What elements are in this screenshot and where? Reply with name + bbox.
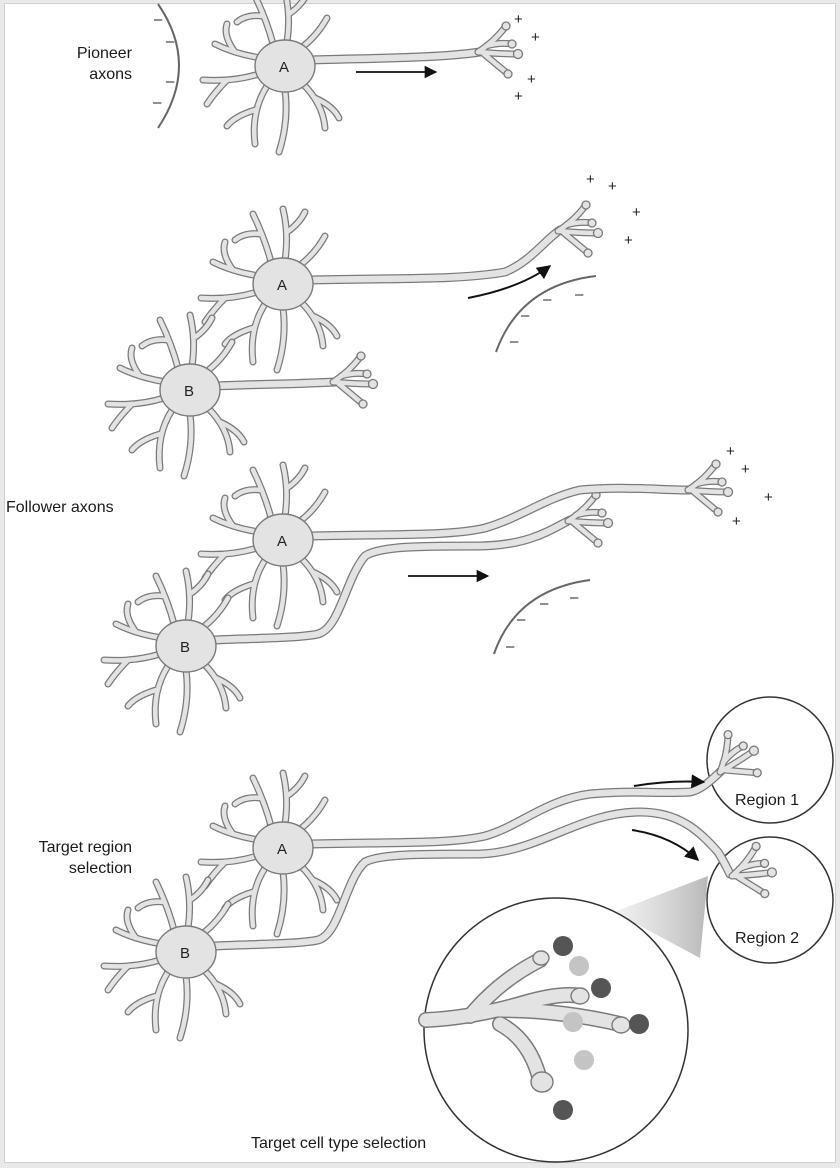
- minus-sign: –: [510, 333, 519, 350]
- zoom-circle: [423, 897, 689, 1163]
- follower-panel-1: A + + + + – – – – B: [108, 171, 641, 476]
- label-line: Pioneer: [76, 45, 132, 62]
- neuron-a-label: A: [279, 59, 289, 76]
- neuron-b-label: B: [180, 945, 190, 962]
- target-cells: [553, 936, 649, 1120]
- plus-sign: +: [632, 204, 641, 221]
- plus-sign: +: [514, 11, 523, 28]
- neuron-b: [104, 571, 240, 732]
- neuron-a: [201, 209, 337, 370]
- minus-sign: –: [153, 94, 162, 111]
- pioneer-panel: – – – – A + + + +: [153, 0, 540, 152]
- neuron-b: [104, 877, 240, 1038]
- neuron-a-label: A: [277, 841, 287, 858]
- minus-sign: –: [543, 291, 552, 308]
- target-panel: Region 1 Region 2 A B: [104, 696, 834, 1163]
- plus-sign: +: [527, 71, 536, 88]
- follower-panel-2: A B + + + + – – – –: [104, 443, 773, 732]
- plus-sign: +: [514, 88, 523, 105]
- neuron-b: [108, 315, 244, 476]
- region-2-label: Region 2: [735, 930, 799, 947]
- minus-sign: –: [521, 307, 530, 324]
- growth-cone: [333, 352, 378, 408]
- minus-sign: –: [506, 638, 515, 655]
- plus-sign: +: [764, 489, 773, 506]
- pioneer-axons-label: Pioneer axons: [40, 43, 132, 85]
- repellent-cue-arc: [157, 3, 180, 129]
- growth-cone: [568, 491, 613, 547]
- target-cell-type-label: Target cell type selection: [251, 1135, 427, 1152]
- repellent-cue-arc: [495, 275, 597, 353]
- label-line: axons: [89, 66, 132, 83]
- region-1-label: Region 1: [735, 792, 799, 809]
- neuron-b-label: B: [180, 639, 190, 656]
- repellent-cue-arc: [493, 579, 591, 655]
- target-region-label: Target region selection: [10, 837, 132, 879]
- neuron-a: [201, 465, 337, 626]
- plus-sign: +: [531, 29, 540, 46]
- region-2-arrow: [631, 829, 700, 861]
- region-1-circle: [706, 696, 834, 824]
- growth-cone: [688, 460, 733, 516]
- diagram-panel: [4, 3, 836, 1163]
- minus-sign: –: [154, 11, 163, 28]
- minus-sign: –: [570, 589, 579, 606]
- growth-cone: [558, 201, 603, 257]
- plus-sign: +: [726, 443, 735, 460]
- label-line: selection: [68, 860, 132, 877]
- turning-arrow: [467, 265, 552, 299]
- zoom-cone: [614, 876, 708, 958]
- plus-sign: +: [741, 461, 750, 478]
- zoomed-terminal: [418, 950, 631, 1093]
- neuron-a-label: A: [277, 533, 287, 550]
- neuron-b-label: B: [184, 383, 194, 400]
- minus-sign: –: [166, 33, 175, 50]
- plus-sign: +: [624, 232, 633, 249]
- minus-sign: –: [166, 73, 175, 90]
- plus-sign: +: [608, 178, 617, 195]
- minus-sign: –: [517, 611, 526, 628]
- plus-sign: +: [586, 171, 595, 188]
- minus-sign: –: [540, 595, 549, 612]
- follower-axons-label: Follower axons: [6, 499, 114, 516]
- neuron-a-label: A: [277, 277, 287, 294]
- growth-cone: [478, 22, 523, 78]
- region-1-arrow: [633, 774, 706, 789]
- label-line: Target region: [38, 839, 132, 856]
- neuron-a: [203, 0, 339, 152]
- minus-sign: –: [575, 286, 584, 303]
- plus-sign: +: [732, 513, 741, 530]
